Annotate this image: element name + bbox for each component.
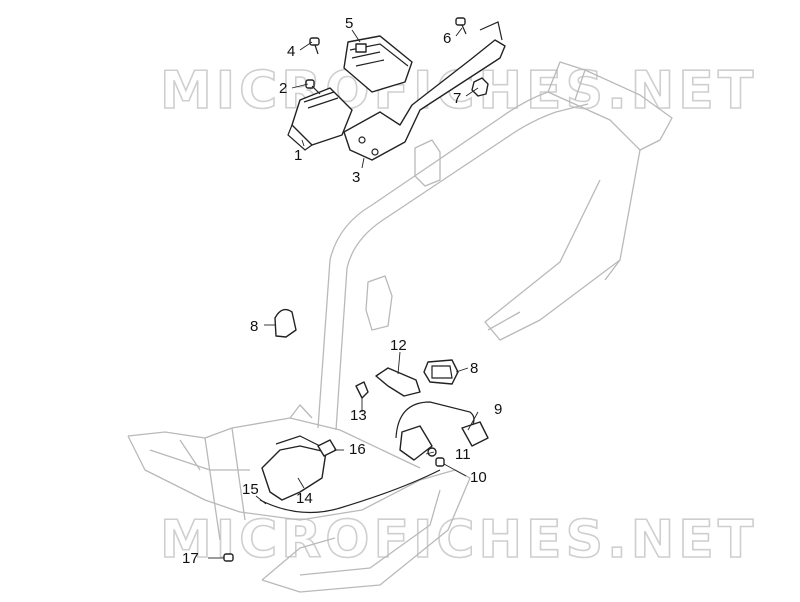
part-4-screw[interactable] xyxy=(309,37,320,55)
label-part-17[interactable]: 17 xyxy=(182,550,199,567)
part-9-ignition-coil[interactable] xyxy=(395,401,489,461)
part-2-screw[interactable] xyxy=(305,79,321,95)
label-part-10[interactable]: 10 xyxy=(470,469,487,486)
part-17-screw[interactable] xyxy=(223,553,234,562)
part-5-cdi-unit[interactable] xyxy=(343,35,413,93)
part-13-bolt[interactable] xyxy=(355,381,369,399)
label-part-16[interactable]: 16 xyxy=(349,441,366,458)
label-part-3[interactable]: 3 xyxy=(352,169,360,186)
scooter-frame xyxy=(127,61,673,593)
part-8a-clip[interactable] xyxy=(274,308,297,338)
label-part-9[interactable]: 9 xyxy=(494,401,502,418)
part-3-bracket[interactable] xyxy=(343,21,506,161)
label-part-4[interactable]: 4 xyxy=(287,43,295,60)
part-8b-clip[interactable] xyxy=(423,359,459,385)
label-part-7[interactable]: 7 xyxy=(453,90,461,107)
label-part-8b[interactable]: 8 xyxy=(470,360,478,377)
part-10-screw[interactable] xyxy=(435,457,445,467)
label-part-14[interactable]: 14 xyxy=(296,490,313,507)
part-7-nut[interactable] xyxy=(471,77,489,97)
label-part-5[interactable]: 5 xyxy=(345,15,353,32)
part-6-screw[interactable] xyxy=(455,17,467,35)
label-part-13[interactable]: 13 xyxy=(350,407,367,424)
part-labels: 1 2 3 4 5 6 7 8 8 9 10 11 12 13 14 15 16… xyxy=(182,15,502,567)
part-11-washer[interactable] xyxy=(427,447,437,457)
label-part-2[interactable]: 2 xyxy=(279,80,287,97)
part-15-cable[interactable] xyxy=(259,469,441,514)
label-part-6[interactable]: 6 xyxy=(443,30,451,47)
label-part-8a[interactable]: 8 xyxy=(250,318,258,335)
part-12-bracket[interactable] xyxy=(375,367,421,397)
label-part-11[interactable]: 11 xyxy=(455,446,471,463)
label-part-1[interactable]: 1 xyxy=(294,147,302,164)
part-1-voltage-regulator[interactable] xyxy=(287,87,353,151)
label-part-15[interactable]: 15 xyxy=(242,481,259,498)
watermark-bottom: MICROFICHES.NET xyxy=(160,510,757,570)
leader-lines xyxy=(208,27,479,559)
label-part-12[interactable]: 12 xyxy=(390,337,407,354)
part-14-support[interactable] xyxy=(261,435,327,501)
